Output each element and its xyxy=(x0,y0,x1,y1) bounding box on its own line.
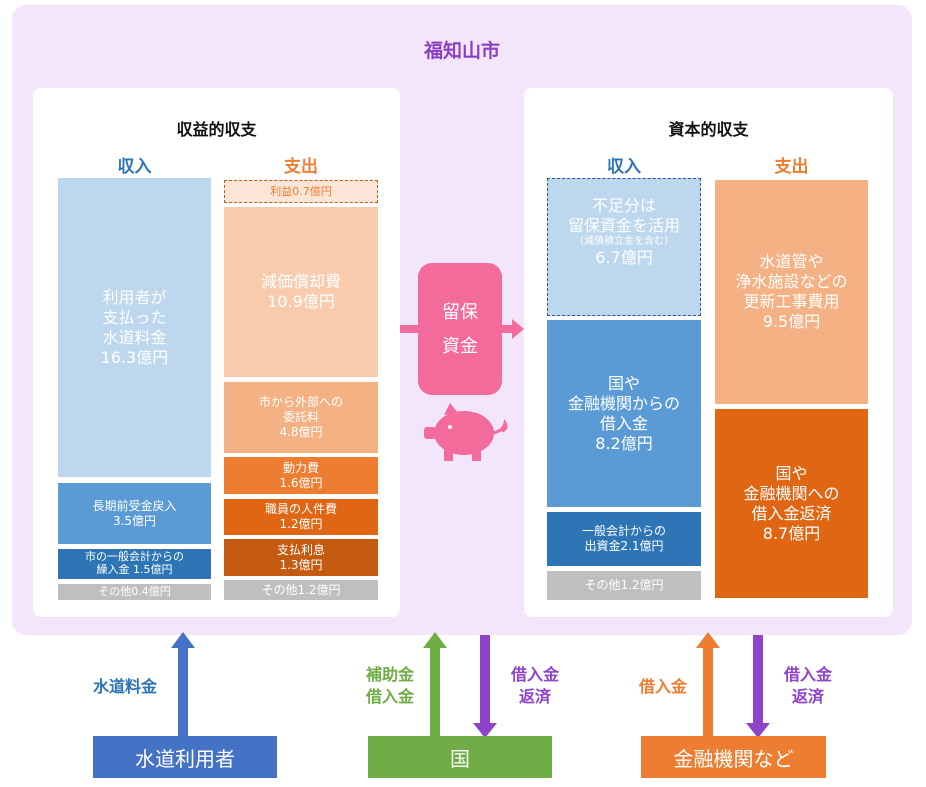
reserve-use-note: （減債積立金を含む） xyxy=(574,235,674,247)
subsidy-loan-label: 補助金 借入金 xyxy=(365,665,414,707)
capital-expense-construction: 水道管や 浄水施設などの 更新工事費用 9.5億円 xyxy=(715,180,868,404)
revenue-expense-other: その他1.2億円 xyxy=(224,580,378,600)
revenue-expense-power: 動力費 1.6億円 xyxy=(224,457,378,494)
capital-expense-header: 支出 xyxy=(774,157,809,177)
capital-income-loans: 国や 金融機関からの 借入金 8.2億円 xyxy=(547,320,701,507)
capital-income-investment: 一般会計からの 出資金2.1億円 xyxy=(547,512,701,566)
piggy-bank-icon xyxy=(424,403,508,461)
reserve-use-text: 不足分は 留保資金を活用 xyxy=(567,195,680,235)
revenue-expense-outsourcing: 市から外部への 委託料 4.8億円 xyxy=(224,382,378,453)
bottom-arrows xyxy=(171,632,770,738)
revenue-income-general-account: 市の一般会計からの 繰入金 1.5億円 xyxy=(58,549,211,579)
reserve-funds-box: 留保 資金 xyxy=(418,263,502,395)
capital-income-reserve: 不足分は 留保資金を活用 （減債積立金を含む） 6.7億円 xyxy=(547,178,701,316)
water-users-box: 水道利用者 xyxy=(93,736,277,778)
revenue-expense-profit: 利益0.7億円 xyxy=(224,180,378,203)
bank-loan-label: 借入金 xyxy=(638,677,687,696)
revenue-income-water-fees: 利用者が 支払った 水道料金 16.3億円 xyxy=(58,178,211,477)
city-title: 福知山市 xyxy=(423,40,500,62)
capital-expense-repayment: 国や 金融機関への 借入金返済 8.7億円 xyxy=(715,409,868,598)
flow-arrows xyxy=(400,319,524,339)
revenue-expense-interest: 支払利息 1.3億円 xyxy=(224,539,378,576)
nation-box: 国 xyxy=(368,736,552,778)
reserve-label-2: 資金 xyxy=(442,336,478,357)
financial-institutions-box: 金融機関など xyxy=(641,736,826,778)
capital-income-header: 収入 xyxy=(607,157,641,177)
nation-repayment-label: 借入金 返済 xyxy=(510,665,559,707)
reserve-use-value: 6.7億円 xyxy=(595,248,653,268)
capital-income-other: その他1.2億円 xyxy=(547,571,701,600)
bank-repayment-label: 借入金 返済 xyxy=(783,665,832,707)
water-fee-label: 水道料金 xyxy=(92,677,157,696)
capital-title: 資本的収支 xyxy=(668,120,749,139)
revenue-expense-personnel: 職員の人件費 1.2億円 xyxy=(224,499,378,535)
revenue-income-header: 収入 xyxy=(117,157,152,177)
revenue-title: 収益的収支 xyxy=(176,120,257,139)
revenue-expense-depreciation: 減価償却費 10.9億円 xyxy=(224,207,378,377)
reserve-label-1: 留保 xyxy=(442,302,478,323)
revenue-expense-header: 支出 xyxy=(284,157,318,177)
revenue-income-deferred: 長期前受金戻入 3.5億円 xyxy=(58,483,211,544)
revenue-income-other: その他0.4億円 xyxy=(58,584,211,600)
